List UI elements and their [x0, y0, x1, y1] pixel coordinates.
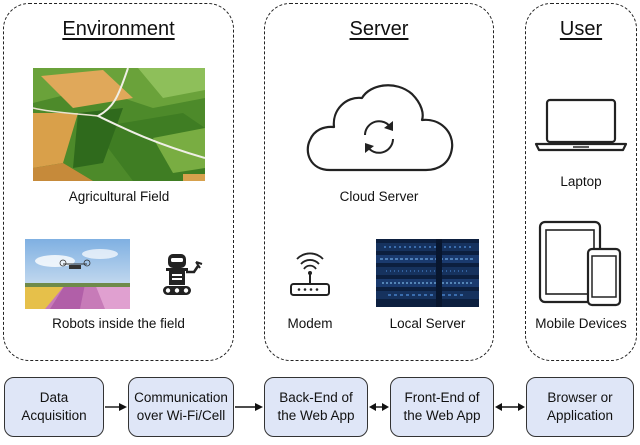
laptop-icon — [533, 97, 629, 153]
user-title: User — [559, 18, 603, 40]
laptop-label: Laptop — [560, 174, 602, 189]
cloud-server-label: Cloud Server — [339, 189, 419, 204]
arrow-4-5 — [494, 397, 526, 417]
robots-label: Robots inside the field — [52, 316, 185, 331]
drone-field-image — [25, 239, 130, 309]
arrow-3-4 — [368, 397, 390, 417]
environment-panel: Environment — [3, 3, 234, 361]
arrow-2-3 — [234, 397, 264, 417]
server-panel: Server — [264, 3, 494, 361]
tablet-icon — [538, 220, 604, 306]
local-server-label: Local Server — [389, 316, 466, 331]
server-title: Server — [349, 18, 409, 40]
cloud-icon — [300, 80, 458, 178]
phone-icon — [586, 247, 622, 307]
environment-title: Environment — [62, 18, 175, 40]
local-server-image — [376, 239, 479, 307]
sync-icon — [355, 113, 403, 161]
mobile-devices-label: Mobile Devices — [535, 316, 627, 331]
modem-label: Modem — [287, 316, 333, 331]
arrow-1-2 — [104, 397, 128, 417]
agricultural-field-image — [33, 68, 205, 181]
user-panel: User — [525, 3, 637, 361]
agricultural-field-label: Agricultural Field — [68, 189, 170, 204]
robot-icon — [160, 252, 204, 298]
router-icon — [285, 250, 335, 300]
